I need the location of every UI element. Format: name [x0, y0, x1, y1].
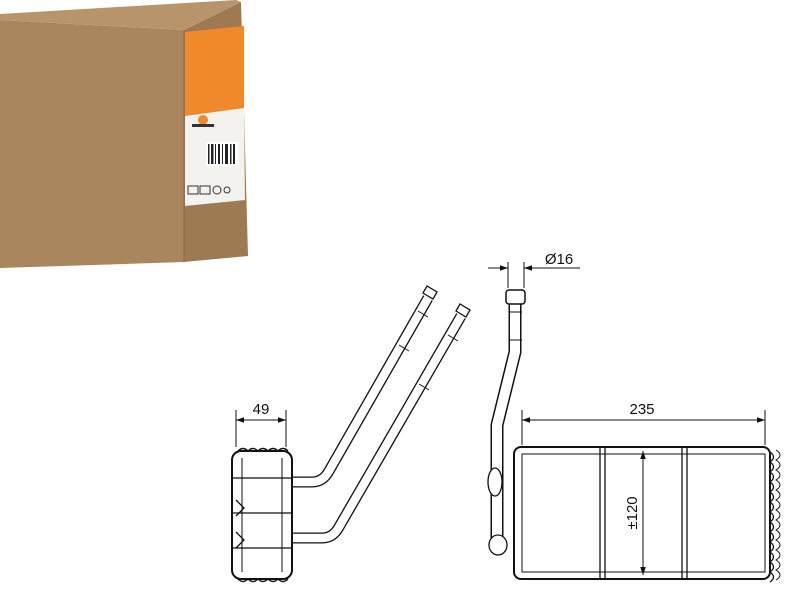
height-label: ±120 [624, 496, 641, 529]
barcode-icon [206, 142, 238, 166]
pipe-bracket [487, 467, 503, 497]
side-view-drawing: 49 [231, 285, 471, 583]
cardboard-box [0, 0, 248, 268]
width-dimension: 235 [521, 401, 766, 445]
front-view-pipe [487, 289, 526, 556]
side-view-core-block [231, 447, 293, 583]
certification-marks-icon [187, 185, 231, 195]
depth-dimension: 49 [235, 401, 287, 447]
height-dimension: ±120 [624, 451, 646, 575]
box-front-face [0, 20, 184, 268]
side-view-pipe-upper [292, 285, 438, 488]
brand-logo-icon [192, 115, 214, 127]
front-view-drawing: Ø16 235 ±120 [487, 251, 781, 583]
depth-label: 49 [253, 401, 270, 418]
side-view-pipe-lower [292, 303, 471, 544]
width-label: 235 [629, 401, 654, 418]
pipe-elbow [488, 534, 508, 556]
box-top-edge [0, 0, 241, 30]
box-label [185, 26, 245, 206]
pipe-diameter-dimension: Ø16 [488, 251, 580, 288]
pipe-diameter-label: Ø16 [545, 251, 573, 268]
pipe-cap [505, 289, 526, 305]
front-view-core [513, 446, 781, 583]
label-orange-area [185, 26, 244, 116]
